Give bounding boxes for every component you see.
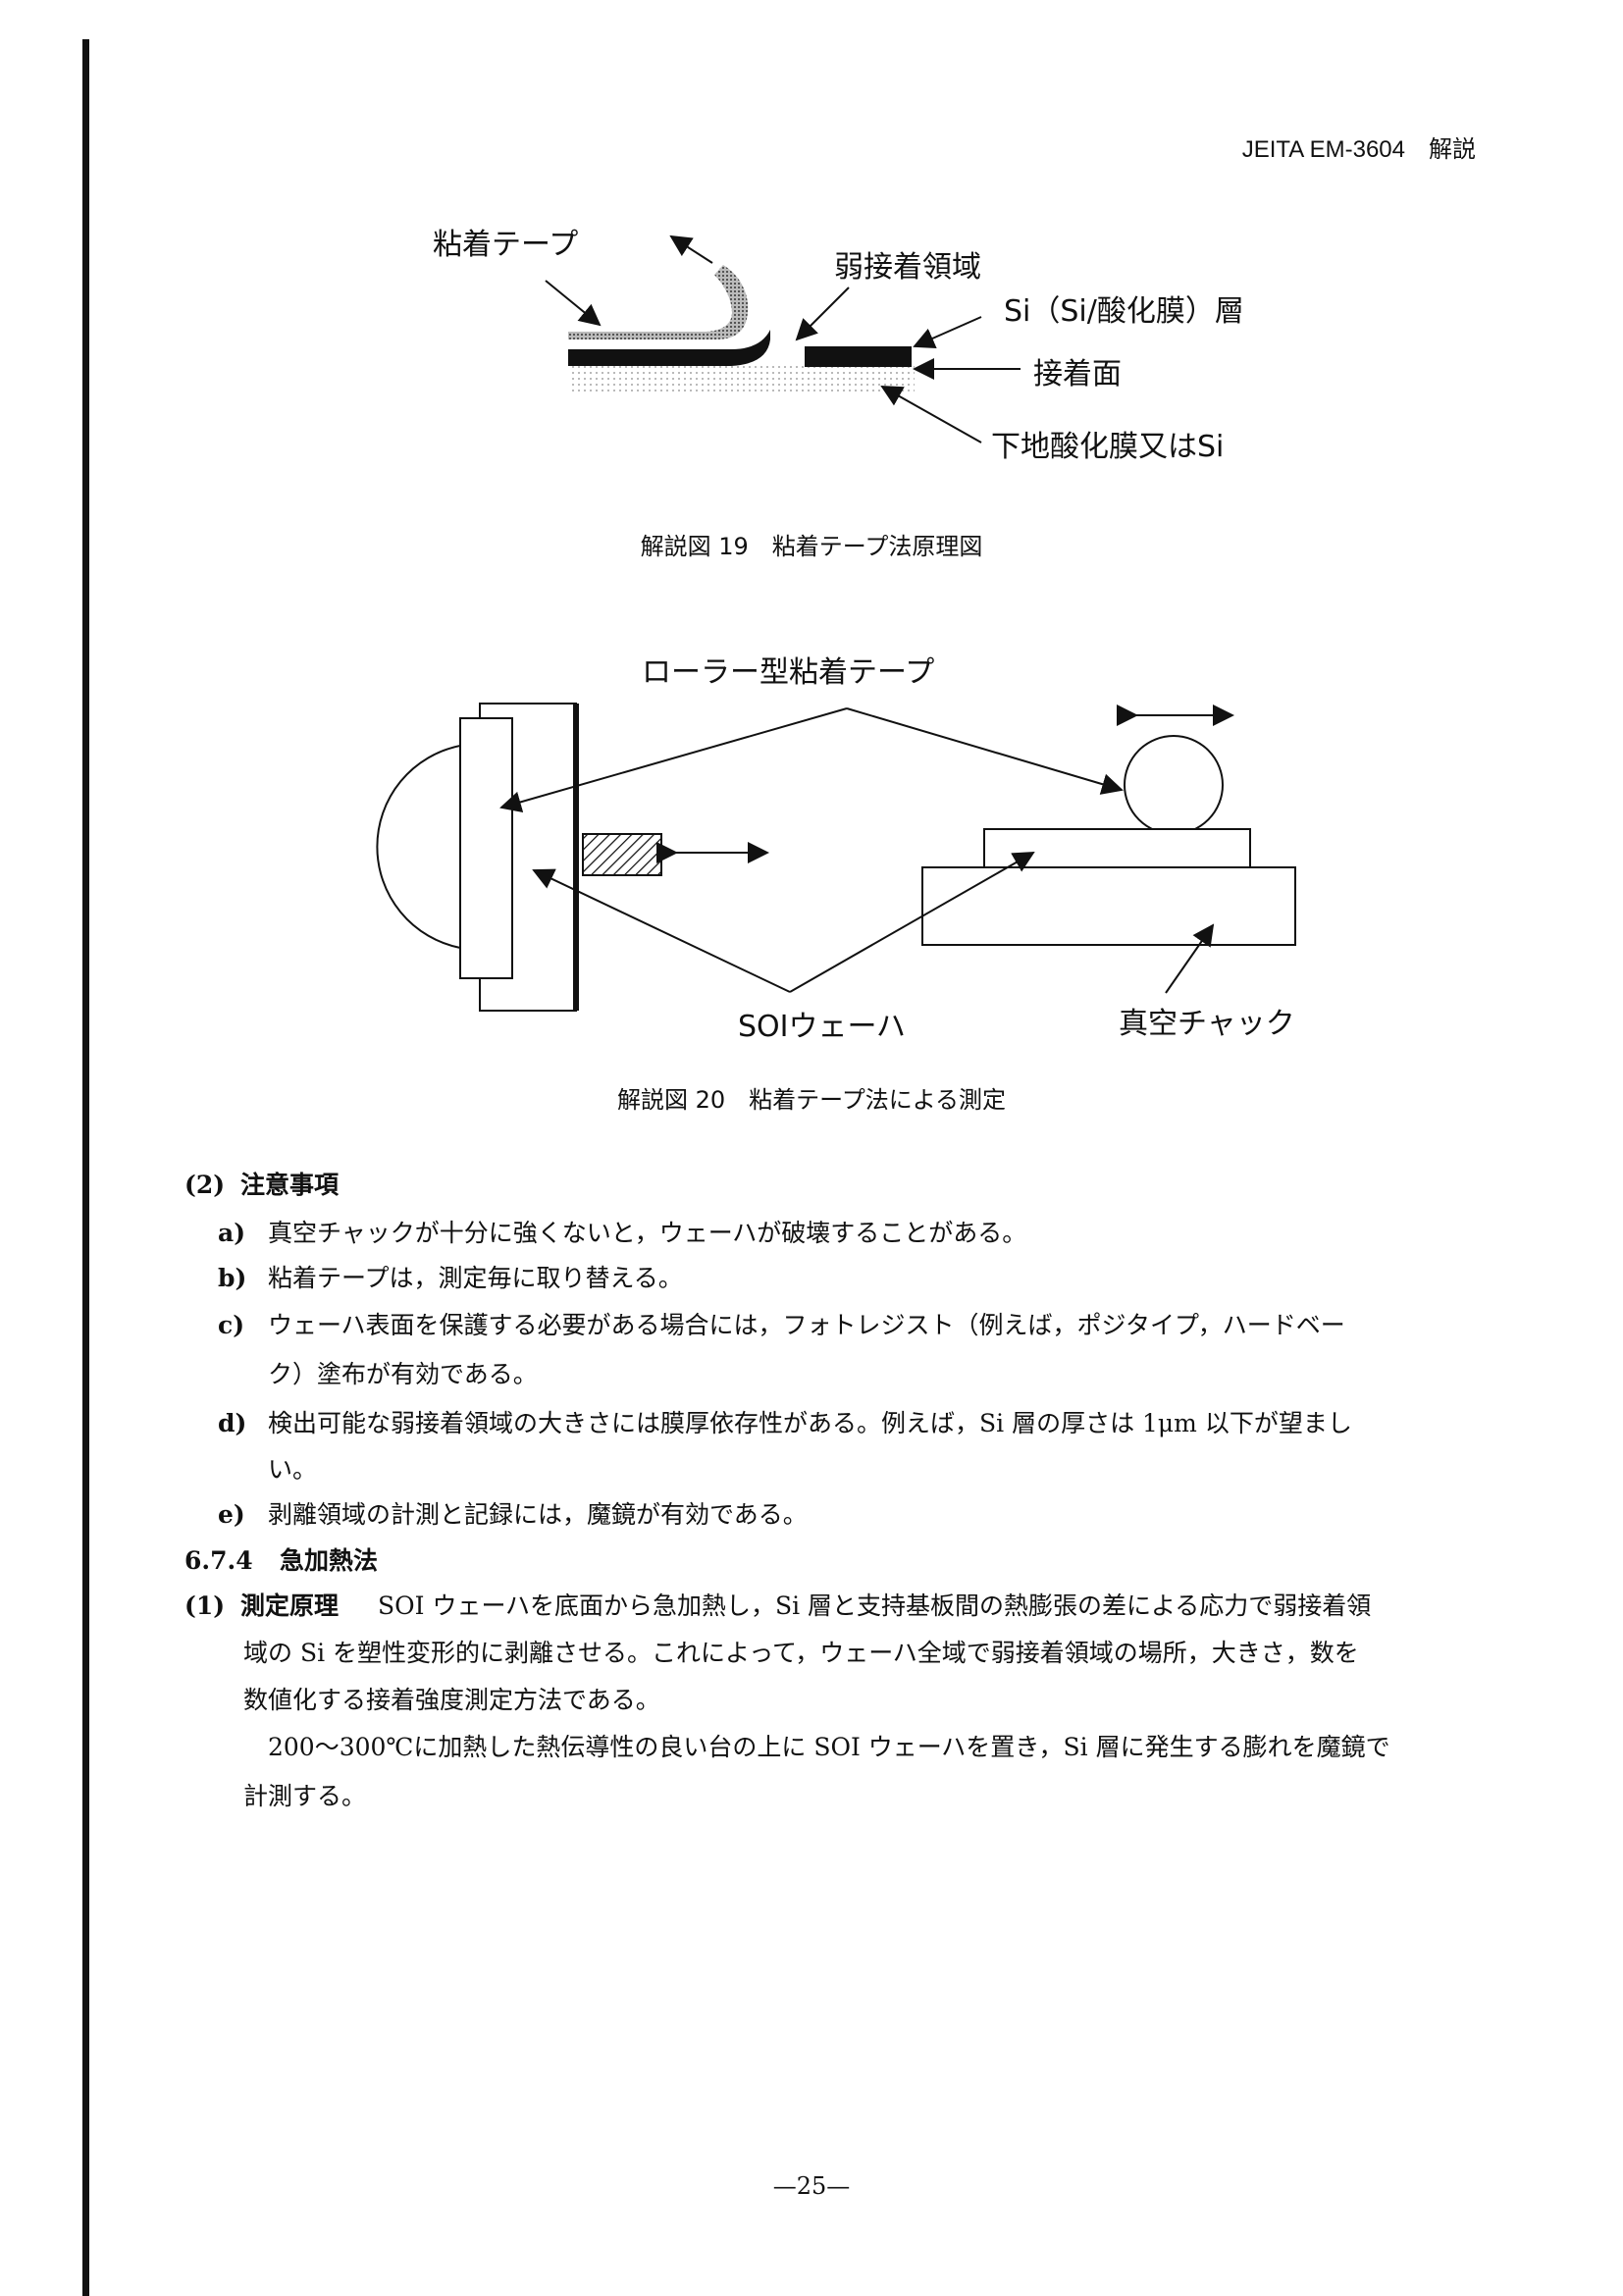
label-base: 下地酸化膜又はSi <box>991 430 1224 464</box>
item-text: 真空チャックが十分に強くないと，ウェーハが破壊することがある。 <box>268 1219 1027 1247</box>
item-text: 剥離領域の計測と記録には，魔鏡が有効である。 <box>268 1500 808 1529</box>
figure-19: 粘着テープ 弱接着領域 Si（Si/酸化膜）層 接着面 下地酸化膜又はSi <box>433 228 1244 464</box>
item-key: d) <box>218 1409 247 1437</box>
wafer-dome <box>376 745 461 949</box>
document-header: JEITA EM-3604 解説 <box>1241 136 1476 163</box>
section-1-title: 測定原理 <box>240 1592 340 1620</box>
soi-wafer-plate <box>983 828 1251 868</box>
page-number: —25— <box>772 2172 851 2200</box>
body-line: 計測する。 <box>243 1782 367 1810</box>
item-text: 検出可能な弱接着領域の大きさには膜厚依存性がある。例えば，Si 層の厚さは 1μ… <box>268 1409 1352 1437</box>
label-vacuum-chuck: 真空チャック <box>1119 1007 1295 1041</box>
adhesive-tape <box>568 265 749 339</box>
item-text: 粘着テープは，測定毎に取り替える。 <box>268 1264 683 1292</box>
label-si-layer: Si（Si/酸化膜）層 <box>1004 294 1244 329</box>
label-soi-wafer: SOIウェーハ <box>738 1010 906 1044</box>
body-line: 域の Si を塑性変形的に剥離させる。これによって，ウェーハ全域で弱接着領域の場… <box>243 1639 1359 1667</box>
wafer-inner <box>459 717 513 979</box>
adhesive-black-layer <box>568 330 770 366</box>
item-key: a) <box>218 1219 246 1247</box>
base-oxide-layer <box>568 366 915 391</box>
label-bond-surface: 接着面 <box>1033 357 1122 391</box>
label-weak-region: 弱接着領域 <box>834 250 981 285</box>
item-key: c) <box>218 1311 245 1339</box>
item-text: ク）塗布が有効である。 <box>268 1360 538 1388</box>
section-1-number: (1) <box>184 1592 226 1620</box>
figure-19-caption: 解説図 19 粘着テープ法原理図 <box>640 533 983 560</box>
figure-20 <box>376 703 1296 1012</box>
roller <box>1124 735 1224 835</box>
item-text: ウェーハ表面を保護する必要がある場合には，フォトレジスト（例えば，ポジタイプ，ハ… <box>268 1311 1345 1339</box>
item-key: e) <box>218 1500 245 1529</box>
scan-edge-bar <box>82 39 89 2296</box>
section-674-number: 6.7.4 <box>184 1546 253 1575</box>
hatched-block <box>582 833 662 876</box>
item-key: b) <box>218 1264 247 1292</box>
vacuum-chuck <box>921 866 1296 946</box>
body-line: SOI ウェーハを底面から急加熱し，Si 層と支持基板間の熱膨張の差による応力で… <box>378 1592 1372 1620</box>
section-674-title: 急加熱法 <box>280 1546 379 1575</box>
label-tape: 粘着テープ <box>433 228 578 262</box>
body-line: 200〜300℃に加熱した熱伝導性の良い台の上に SOI ウェーハを置き，Si … <box>268 1733 1390 1761</box>
section-2-number: (2) <box>184 1171 226 1199</box>
si-layer-block <box>805 346 912 367</box>
section-2-heading: 注意事項 <box>240 1171 340 1199</box>
label-roller-tape: ローラー型粘着テープ <box>642 655 934 690</box>
body-line: 数値化する接着強度測定方法である。 <box>243 1686 660 1714</box>
figure-20-caption: 解説図 20 粘着テープ法による測定 <box>616 1086 1006 1114</box>
item-text: い。 <box>268 1455 318 1484</box>
